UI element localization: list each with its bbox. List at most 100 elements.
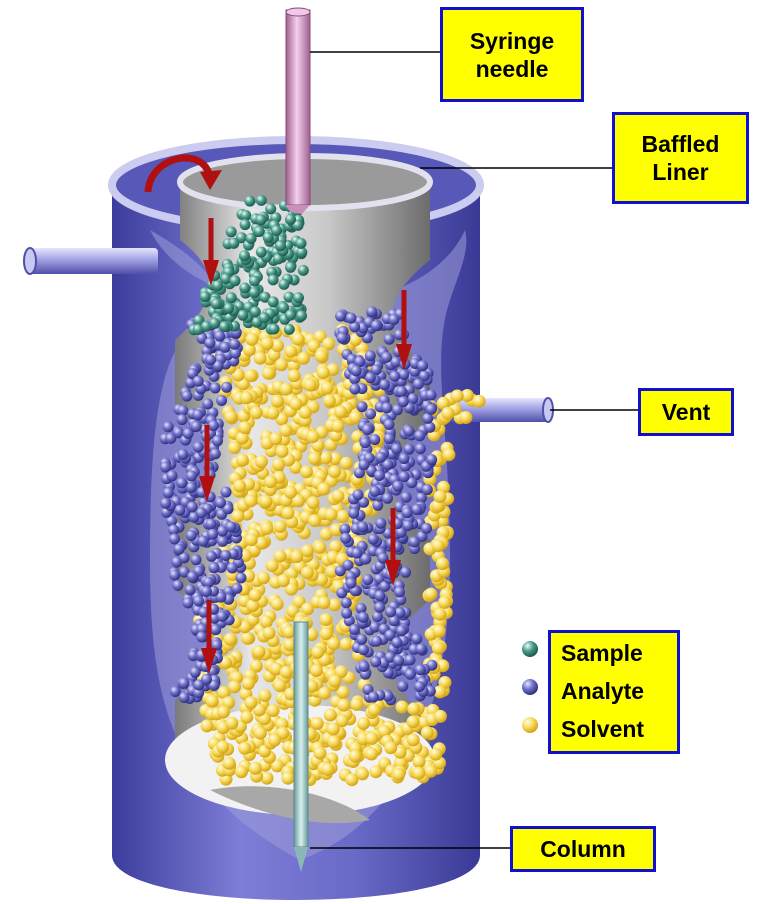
analyte-particle: [368, 534, 379, 545]
solvent-particle: [240, 711, 253, 724]
sample-particle: [268, 296, 279, 307]
solvent-particle: [336, 510, 349, 523]
solvent-particle: [407, 715, 420, 728]
analyte-particle: [221, 382, 232, 393]
analyte-particle: [359, 661, 370, 672]
solvent-particle: [311, 646, 324, 659]
analyte-particle: [167, 470, 178, 481]
legend-label: Sample: [561, 640, 643, 667]
solvent-particle: [262, 367, 275, 380]
solvent-particle: [434, 608, 447, 621]
solvent-particle: [224, 410, 237, 423]
sample-particle: [285, 310, 296, 321]
solvent-particle: [413, 755, 426, 768]
solvent-particle: [307, 496, 320, 509]
legend-marker-solvent: [522, 717, 538, 733]
solvent-particle: [337, 699, 350, 712]
solvent-particle: [288, 369, 301, 382]
analyte-particle: [187, 501, 198, 512]
analyte-particle: [381, 402, 392, 413]
solvent-particle: [313, 541, 326, 554]
solvent-particle: [244, 369, 257, 382]
analyte-particle: [384, 433, 395, 444]
analyte-particle: [220, 550, 231, 561]
solvent-particle: [324, 508, 337, 521]
analyte-particle: [217, 536, 228, 547]
sample-particle: [230, 275, 241, 286]
analyte-particle: [165, 433, 176, 444]
solvent-particle: [328, 465, 341, 478]
analyte-particle: [172, 580, 183, 591]
solvent-particle: [340, 457, 353, 470]
sample-particle: [285, 214, 296, 225]
solvent-particle: [334, 405, 347, 418]
solvent-particle: [340, 638, 353, 651]
analyte-particle: [191, 554, 202, 565]
solvent-particle: [279, 424, 292, 437]
solvent-particle: [284, 486, 297, 499]
analyte-particle: [357, 401, 368, 412]
sample-particle: [250, 306, 261, 317]
legend: Sample Analyte Solvent: [548, 630, 680, 754]
solvent-particle: [254, 352, 267, 365]
analyte-particle: [409, 537, 420, 548]
solvent-particle: [264, 475, 277, 488]
sample-particle: [239, 250, 250, 261]
solvent-particle: [349, 750, 362, 763]
legend-item-solvent: Solvent: [551, 712, 677, 746]
solvent-particle: [261, 337, 274, 350]
solvent-particle: [432, 642, 445, 655]
solvent-particle: [282, 507, 295, 520]
sample-particle: [219, 321, 230, 332]
solvent-particle: [300, 465, 313, 478]
sample-particle: [211, 298, 222, 309]
sample-particle: [256, 247, 267, 258]
sample-particle: [209, 318, 220, 329]
solvent-particle: [263, 627, 276, 640]
legend-item-analyte: Analyte: [551, 674, 677, 708]
analyte-particle: [398, 396, 409, 407]
sample-particle: [239, 283, 250, 294]
analyte-particle: [335, 311, 346, 322]
analyte-particle: [214, 331, 225, 342]
analyte-particle: [405, 655, 416, 666]
analyte-particle: [404, 444, 415, 455]
solvent-particle: [424, 588, 437, 601]
analyte-particle: [216, 395, 227, 406]
solvent-particle: [228, 441, 241, 454]
analyte-particle: [388, 314, 399, 325]
solvent-particle: [260, 522, 273, 535]
solvent-particle: [350, 698, 363, 711]
analyte-particle: [340, 533, 351, 544]
solvent-particle: [216, 741, 229, 754]
solvent-particle: [201, 719, 214, 732]
solvent-particle: [254, 727, 267, 740]
solvent-particle: [266, 407, 279, 420]
solvent-particle: [250, 406, 263, 419]
analyte-particle: [374, 470, 385, 481]
sample-particle: [293, 292, 304, 303]
solvent-particle: [432, 539, 445, 552]
solvent-particle: [255, 455, 268, 468]
solvent-particle: [280, 383, 293, 396]
solvent-particle: [240, 391, 253, 404]
sample-particle: [265, 203, 276, 214]
analyte-particle: [414, 681, 425, 692]
solvent-particle: [292, 333, 305, 346]
analyte-particle: [394, 587, 405, 598]
column-tube: [294, 622, 308, 847]
analyte-particle: [229, 339, 240, 350]
solvent-particle: [441, 407, 454, 420]
analyte-particle: [186, 530, 197, 541]
solvent-particle: [275, 358, 288, 371]
analyte-particle: [217, 611, 228, 622]
analyte-particle: [351, 365, 362, 376]
solvent-particle: [224, 633, 237, 646]
analyte-particle: [179, 692, 190, 703]
analyte-particle: [212, 435, 223, 446]
syringe-needle: [286, 10, 310, 205]
solvent-particle: [368, 703, 381, 716]
solvent-particle: [269, 432, 282, 445]
analyte-particle: [221, 487, 232, 498]
solvent-particle: [328, 675, 341, 688]
